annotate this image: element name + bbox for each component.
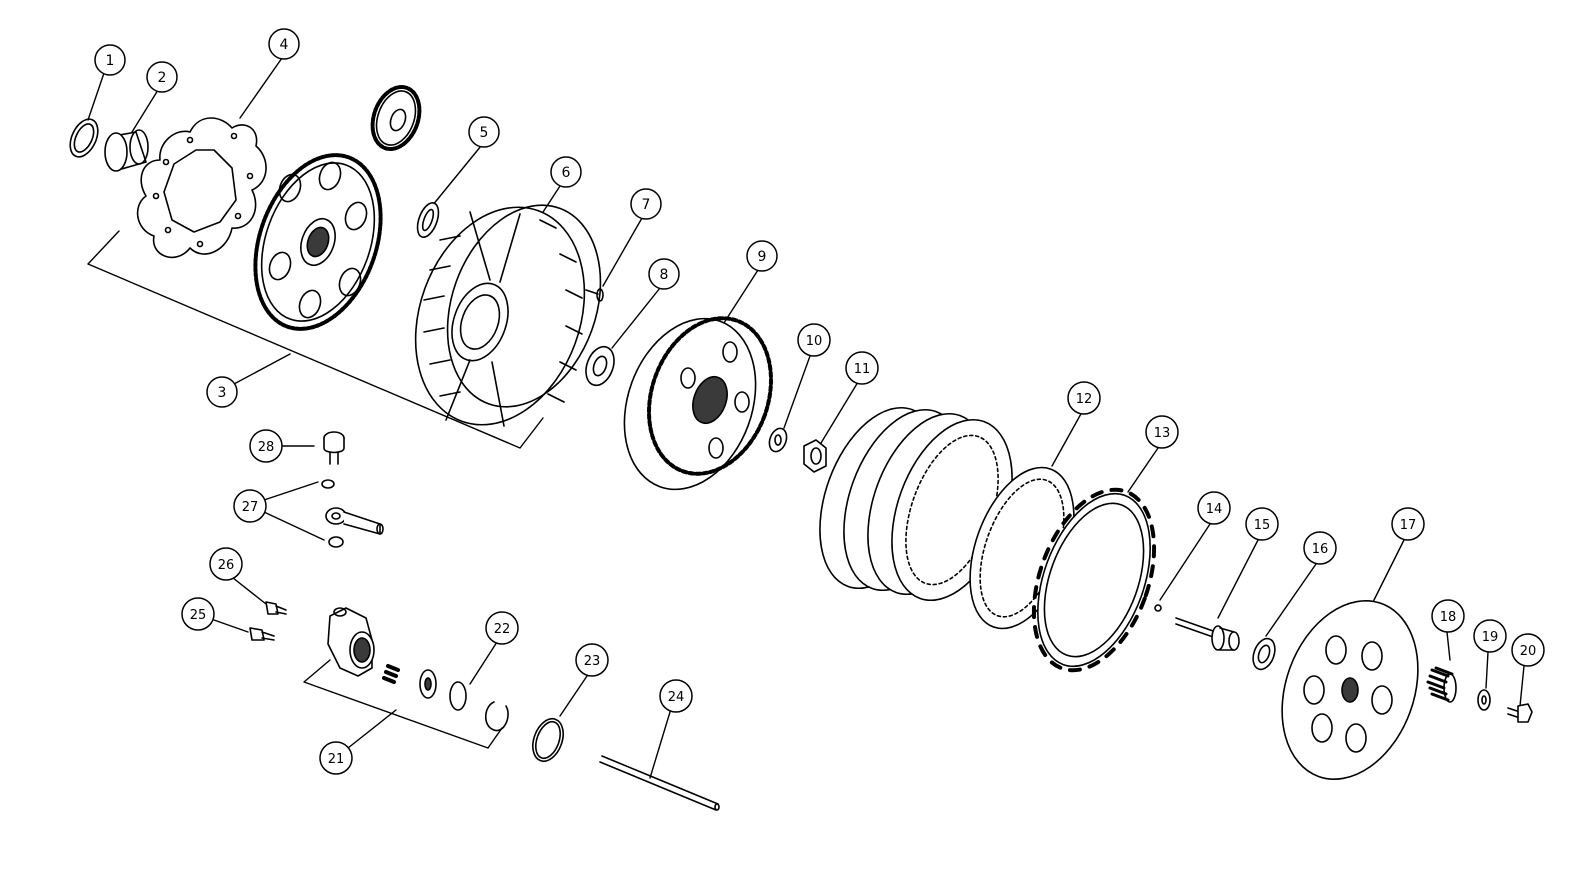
callout-26: 26 [209, 547, 243, 581]
callout-28: 28 [249, 429, 283, 463]
callout-label: 21 [328, 752, 345, 767]
callout-bubbles: 1 2 3 4 5 6 7 8 9 10 11 12 13 14 15 16 1… [94, 28, 1545, 775]
callout-label: 14 [1206, 502, 1223, 517]
callout-9: 9 [746, 240, 778, 272]
leader-lines [87, 57, 1525, 779]
callout-25: 25 [181, 597, 215, 631]
callout-label: 12 [1076, 392, 1093, 407]
callout-27: 27 [233, 489, 267, 523]
callout-13: 13 [1145, 415, 1179, 449]
callout-label: 22 [494, 622, 511, 637]
callout-label: 9 [758, 249, 767, 265]
callout-label: 23 [584, 654, 601, 669]
part-bolt-25 [249, 627, 275, 641]
callout-label: 26 [218, 558, 235, 573]
callout-3: 3 [206, 376, 238, 408]
part-ball-14 [1154, 604, 1162, 612]
callout-23: 23 [575, 643, 609, 677]
part-washer-16 [1252, 637, 1276, 671]
callout-24: 24 [659, 679, 693, 713]
callout-label: 5 [480, 125, 489, 141]
callout-12: 12 [1067, 381, 1101, 415]
callout-17: 17 [1391, 507, 1425, 541]
part-clutch-basket-6 [414, 204, 602, 427]
callout-label: 25 [190, 608, 207, 623]
callout-21: 21 [319, 741, 353, 775]
part-pin-7 [585, 288, 604, 302]
callout-label: 15 [1254, 518, 1271, 533]
callout-label: 6 [562, 165, 571, 181]
part-spring-18 [1426, 666, 1457, 703]
part-push-piece-15 [1175, 617, 1240, 651]
callout-label: 11 [854, 362, 871, 377]
part-banjo-27 [321, 479, 384, 548]
part-lock-washer-10 [768, 427, 788, 453]
callout-2: 2 [146, 61, 178, 93]
callout-20: 20 [1511, 633, 1545, 667]
callout-label: 3 [218, 385, 227, 401]
part-thrust-washer-8 [585, 345, 615, 387]
callout-4: 4 [268, 28, 300, 60]
part-small-gear [370, 85, 422, 151]
part-primary-gear [253, 153, 383, 331]
part-push-rod-24 [599, 755, 720, 811]
part-friction-plate-13 [1031, 487, 1157, 673]
part-inner-hub-9 [623, 316, 773, 491]
callout-label: 16 [1312, 542, 1329, 557]
part-banjo-bolt-28 [323, 431, 345, 465]
part-nut-11 [803, 439, 827, 473]
callout-label: 10 [806, 334, 823, 349]
part-slave-cylinder-21 [327, 607, 509, 732]
callout-11: 11 [845, 351, 879, 385]
callout-6: 6 [550, 156, 582, 188]
callout-19: 19 [1473, 619, 1507, 653]
callout-label: 24 [668, 690, 685, 705]
callout-16: 16 [1303, 531, 1337, 565]
callout-label: 1 [106, 53, 115, 69]
part-needle-bearing-5 [416, 202, 440, 238]
callout-label: 20 [1520, 644, 1537, 659]
callout-label: 19 [1482, 630, 1499, 645]
callout-label: 13 [1154, 426, 1171, 441]
callout-label: 27 [242, 500, 259, 515]
callout-label: 18 [1440, 610, 1457, 625]
part-washer-19 [1477, 689, 1491, 711]
part-pressure-plate-17 [1281, 600, 1419, 780]
callout-label: 4 [280, 37, 289, 53]
callout-14: 14 [1197, 491, 1231, 525]
callout-label: 28 [258, 440, 275, 455]
callout-18: 18 [1431, 599, 1465, 633]
part-bleed-valve-26 [265, 601, 287, 615]
part-bushing-2 [104, 129, 149, 172]
callout-22: 22 [485, 611, 519, 645]
callout-5: 5 [468, 116, 500, 148]
parts [69, 85, 1533, 811]
callout-label: 17 [1400, 518, 1417, 533]
callout-10: 10 [797, 323, 831, 357]
part-damper-plate-4 [136, 117, 267, 259]
part-washer-1 [69, 118, 99, 158]
callout-7: 7 [630, 188, 662, 220]
callout-1: 1 [94, 44, 126, 76]
callout-label: 7 [642, 197, 651, 213]
callout-15: 15 [1245, 507, 1279, 541]
part-bolt-20 [1507, 703, 1533, 723]
callout-label: 2 [158, 70, 167, 86]
part-o-ring-23 [532, 717, 564, 763]
callout-label: 8 [660, 267, 669, 283]
callout-8: 8 [648, 258, 680, 290]
